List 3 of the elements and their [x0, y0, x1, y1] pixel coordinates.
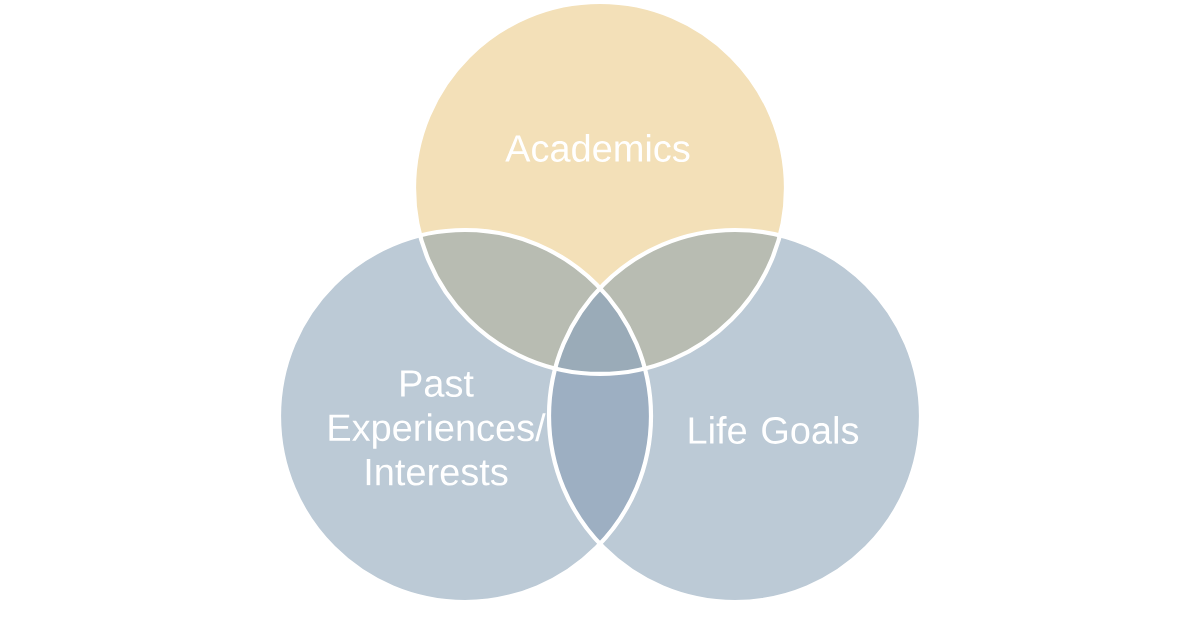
- circle-label: Past Experiences/ Interests: [329, 370, 546, 486]
- circle-label: Life Goals: [689, 416, 859, 444]
- circle-label: Academics: [505, 134, 690, 162]
